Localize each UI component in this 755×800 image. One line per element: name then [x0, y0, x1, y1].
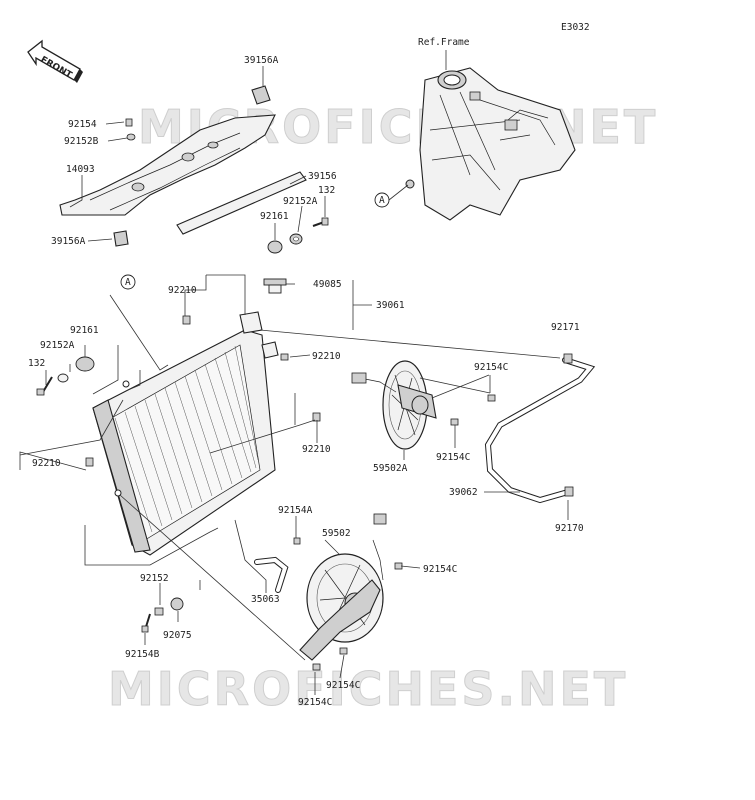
- radiator-cover: [59, 114, 276, 216]
- label-92075: 92075: [163, 630, 192, 641]
- label-92154c-c: 92154C: [423, 564, 457, 575]
- label-92152a-left: 92152A: [40, 340, 75, 351]
- label-92152a-top: 92152A: [283, 196, 318, 207]
- collar-92152b: [126, 133, 136, 141]
- hose-39062: [484, 353, 596, 504]
- hose-clamp-92170: [564, 486, 574, 497]
- grommet-92075: [170, 597, 184, 611]
- grommet-39156a-bottom: [113, 230, 129, 247]
- label-92161-top: 92161: [260, 211, 289, 222]
- label-39062: 39062: [449, 487, 478, 498]
- bolt-92154b: [141, 613, 151, 633]
- label-92154c-b: 92154C: [436, 452, 470, 463]
- grommet-92161-left: [75, 356, 95, 372]
- hose-35063: [254, 537, 301, 593]
- label-92152b: 92152B: [64, 136, 99, 147]
- marker-a-left-icon: [120, 274, 136, 290]
- clip-92210-c: [312, 412, 321, 422]
- label-92154-top: 92154: [68, 119, 97, 130]
- label-92152-bottom: 92152: [140, 573, 169, 584]
- collar-92152a-left: [57, 373, 69, 383]
- front-arrow-icon: FRONT: [27, 39, 83, 83]
- label-39156a-bottom: 39156A: [51, 236, 86, 247]
- bolt-132-top: [312, 217, 329, 227]
- marker-a-label: A: [379, 195, 385, 206]
- radiator-core-fins: [114, 345, 259, 533]
- fan-59502a: [351, 360, 496, 450]
- label-39061: 39061: [376, 300, 405, 311]
- watermark-bottom: MICROFICHES.NET: [108, 662, 628, 716]
- collar-92152a-top: [289, 233, 303, 245]
- clip-92210-b: [280, 353, 289, 361]
- bolt-92154-top: [125, 118, 133, 127]
- label-92171: 92171: [551, 322, 580, 333]
- label-14093: 14093: [66, 164, 95, 175]
- label-92210-d: 92210: [32, 458, 61, 469]
- leader-lines: [19, 66, 569, 695]
- label-132-left: 132: [28, 358, 45, 369]
- radiator-cap-49085: [263, 278, 287, 294]
- label-59502: 59502: [322, 528, 351, 539]
- radiator-39061: [92, 311, 279, 556]
- seal-strip-39156: [176, 171, 307, 235]
- marker-a-left-label: A: [125, 277, 131, 288]
- bolt-132-left: [36, 376, 53, 396]
- collar-92152-bottom: [154, 607, 164, 616]
- label-92210-a: 92210: [168, 285, 197, 296]
- grommet-92161-top: [267, 240, 283, 254]
- label-39156a-top: 39156A: [244, 55, 279, 66]
- label-92154c-d: 92154C: [326, 680, 360, 691]
- grommet-39156a-top: [251, 85, 271, 105]
- fan-59502: [299, 513, 403, 671]
- label-35063: 35063: [251, 594, 280, 605]
- label-92210-b: 92210: [312, 351, 341, 362]
- reference-frame: Ref.Frame A: [374, 37, 576, 221]
- label-92154c-e: 92154C: [298, 697, 332, 708]
- label-92161-left: 92161: [70, 325, 99, 336]
- label-49085: 49085: [313, 279, 342, 290]
- label-92154b: 92154B: [125, 649, 160, 660]
- label-92154c-a: 92154C: [474, 362, 508, 373]
- label-59502a: 59502A: [373, 463, 408, 474]
- label-92210-c: 92210: [302, 444, 331, 455]
- clip-92210-a: [182, 315, 191, 325]
- ref-frame-label: Ref.Frame: [418, 37, 470, 48]
- label-132-top: 132: [318, 185, 335, 196]
- diagram-code: E3032: [561, 22, 590, 33]
- clip-92210-d: [85, 457, 94, 467]
- hose-clamp-92171: [563, 353, 573, 364]
- label-39156: 39156: [308, 171, 337, 182]
- label-92170: 92170: [555, 523, 584, 534]
- label-92154a: 92154A: [278, 505, 313, 516]
